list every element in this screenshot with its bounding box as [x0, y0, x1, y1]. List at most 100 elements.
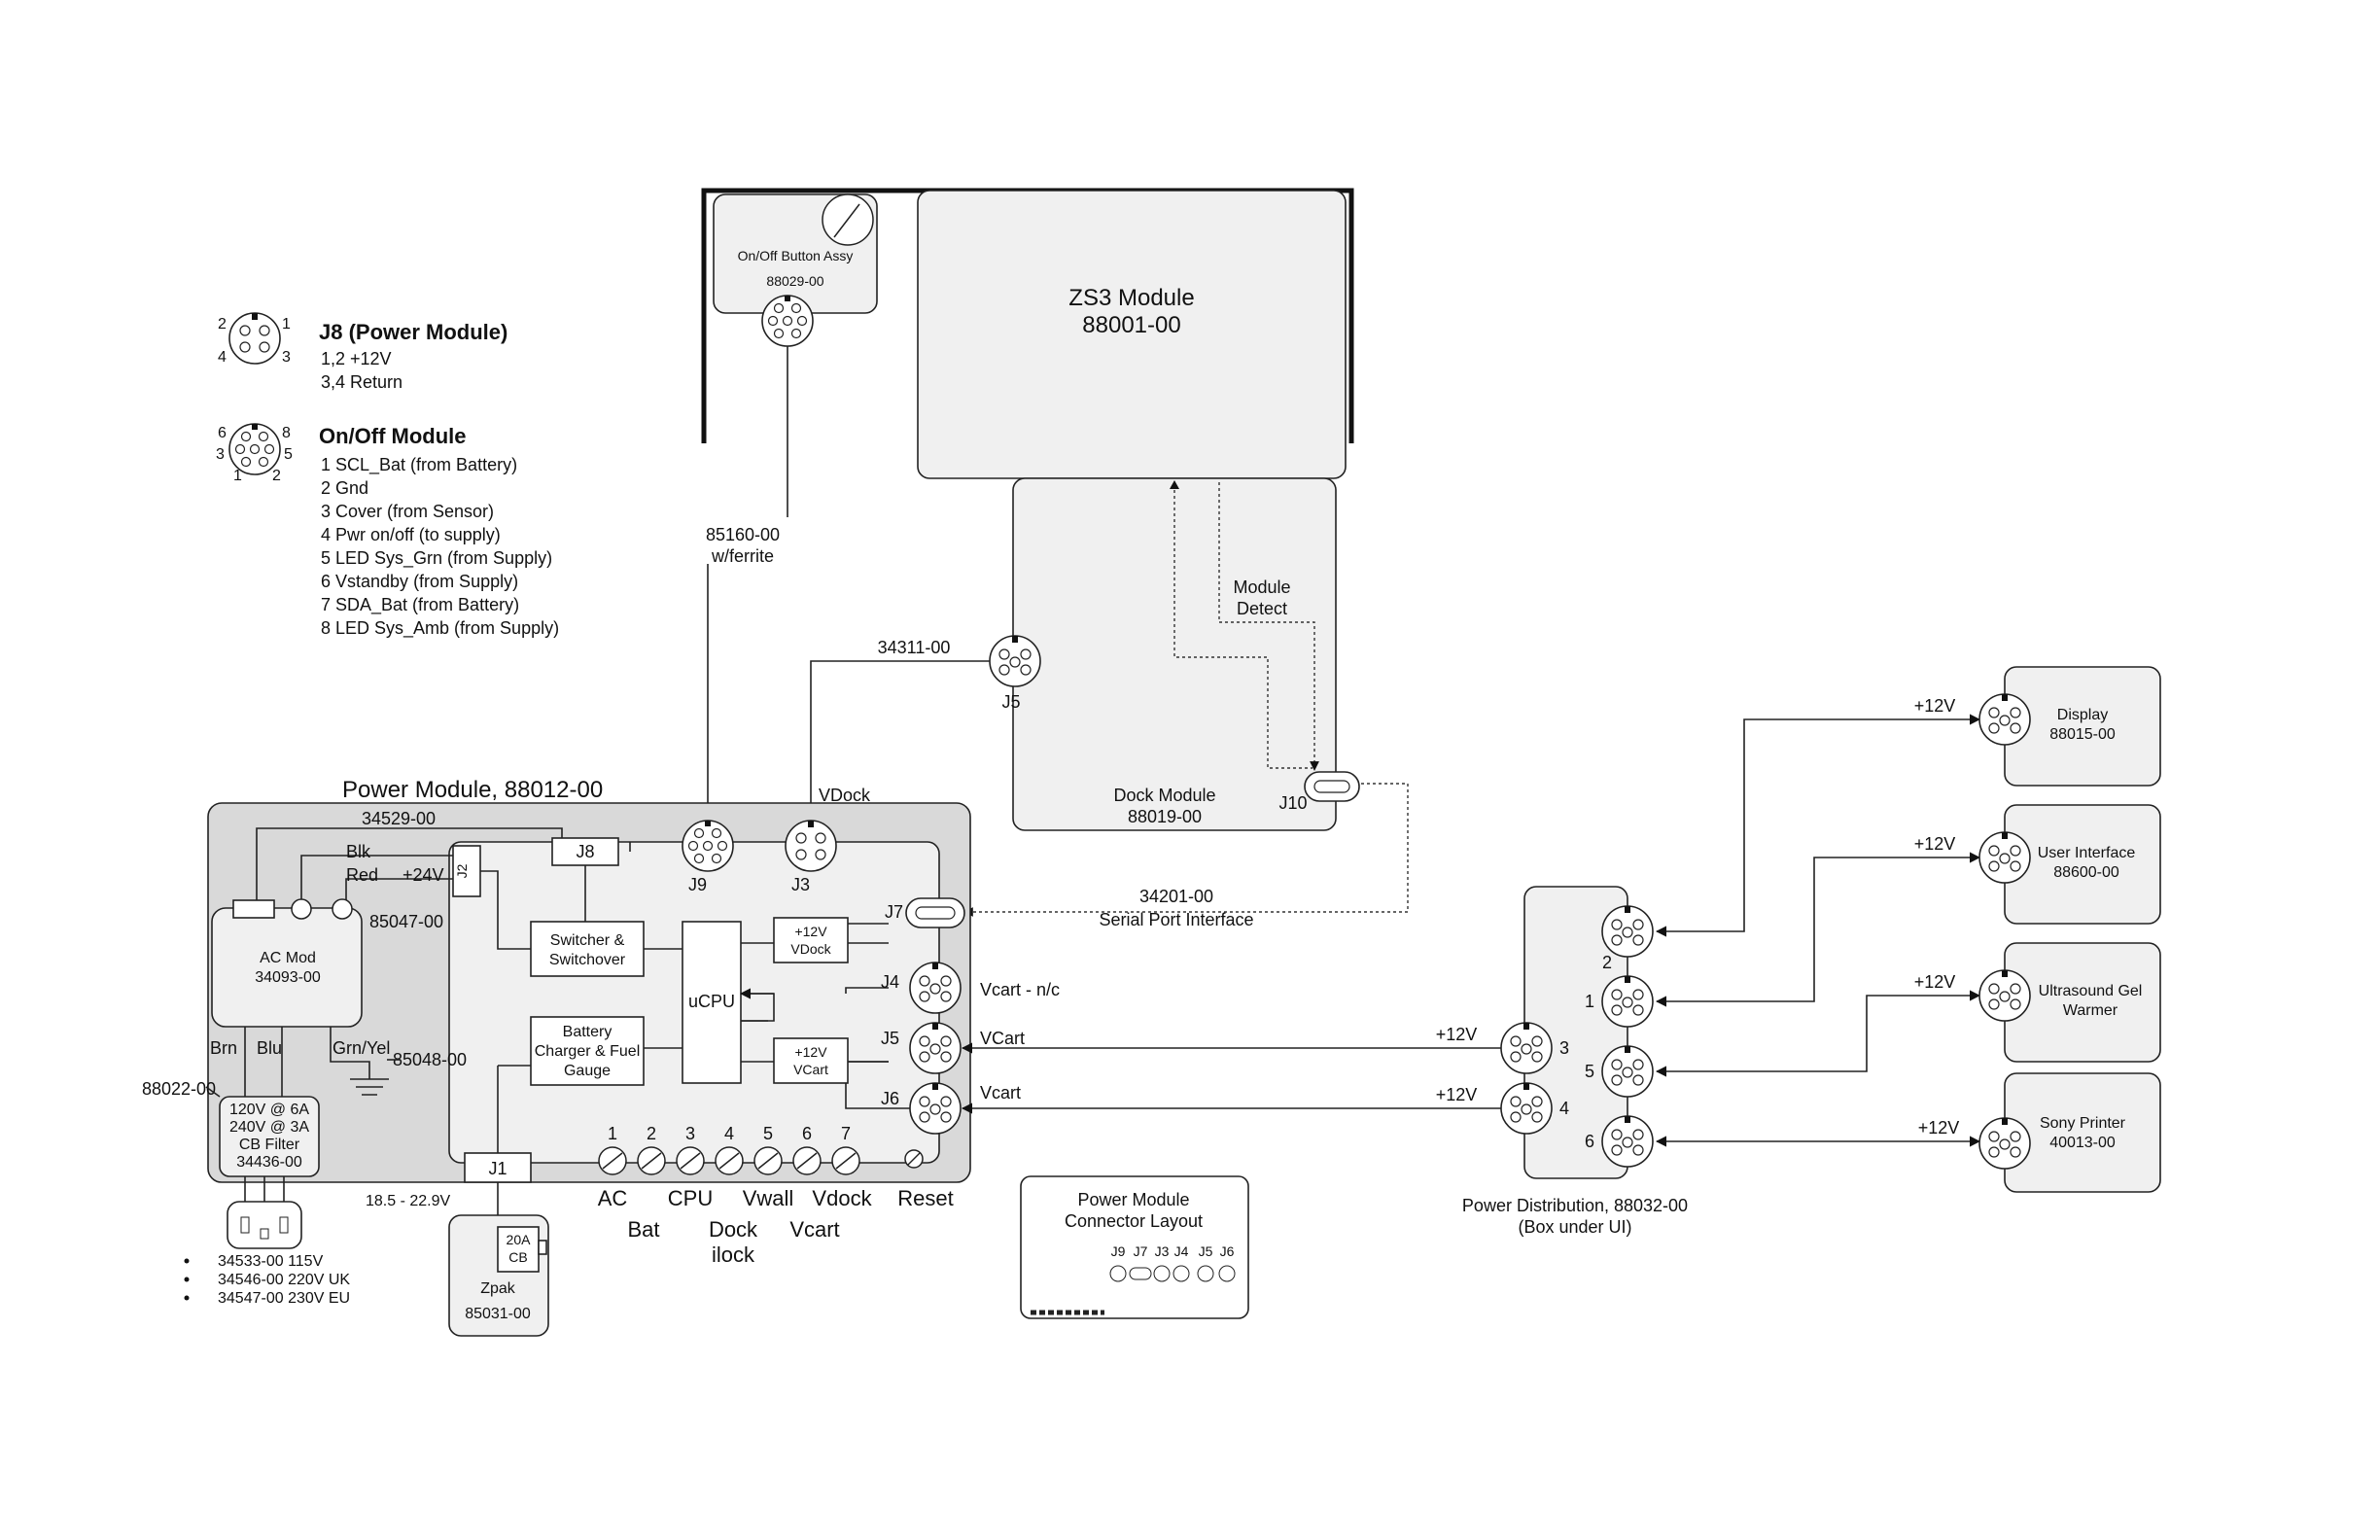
svg-text:Switchover: Switchover [549, 952, 626, 968]
svg-text:240V @ 3A: 240V @ 3A [229, 1119, 309, 1136]
power-distribution: 2 1 5 6 3 4 Power Distribution, 88032-00… [1462, 886, 1688, 1237]
led-icon [831, 1146, 860, 1175]
svg-text:+12V: +12V [1918, 1118, 1960, 1138]
j4-connector [909, 962, 962, 1014]
svg-text:34547-00 230V EU: 34547-00 230V EU [218, 1290, 350, 1307]
svg-text:85048-00: 85048-00 [393, 1050, 467, 1069]
legend-j8: 2 1 4 3 J8 (Power Module) 1,2 +12V 3,4 R… [218, 312, 508, 392]
svg-text:1: 1 [608, 1124, 617, 1143]
led-icon [676, 1146, 705, 1175]
dock-cable: 34311-00 VDock [805, 638, 990, 821]
svg-text:34546-00 220V UK: 34546-00 220V UK [218, 1272, 350, 1288]
led-icon [637, 1146, 666, 1175]
ferrite-cable: 85160-00 w/ferrite [700, 346, 797, 821]
svg-text:Connector Layout: Connector Layout [1065, 1211, 1203, 1231]
svg-text:Bat: Bat [627, 1217, 659, 1242]
led-icon [598, 1146, 627, 1175]
led-icon [792, 1146, 822, 1175]
svg-text:(Box under UI): (Box under UI) [1518, 1217, 1631, 1237]
legend-j8-line: 3,4 Return [321, 372, 402, 392]
svg-text:J4: J4 [881, 972, 899, 992]
svg-text:J10: J10 [1278, 793, 1307, 813]
j8-connector-icon [228, 312, 281, 365]
svg-text:Display: Display [2057, 707, 2108, 723]
svg-text:Dock: Dock [709, 1217, 758, 1242]
svg-text:1: 1 [282, 316, 291, 332]
svg-text:Blk: Blk [346, 842, 371, 861]
svg-text:Vcart: Vcart [789, 1217, 839, 1242]
j7-connector [905, 897, 965, 928]
svg-text:Detect: Detect [1237, 599, 1287, 618]
svg-text:3: 3 [216, 446, 225, 463]
svg-text:Grn/Yel: Grn/Yel [332, 1038, 390, 1058]
svg-text:Brn: Brn [210, 1038, 237, 1058]
zs3-module: ZS3 Module 88001-00 [917, 190, 1347, 479]
onoff-button-connector [761, 295, 814, 347]
legend-onoff-title: On/Off Module [319, 424, 467, 448]
svg-text:J5: J5 [881, 1029, 899, 1048]
svg-text:VCart: VCart [793, 1062, 828, 1077]
device-display: Display 88015-00 [1978, 666, 2161, 787]
svg-text:J4: J4 [1174, 1243, 1189, 1259]
svg-text:3: 3 [1559, 1038, 1569, 1058]
svg-text:2: 2 [218, 316, 227, 332]
svg-text:Vdock: Vdock [812, 1186, 872, 1210]
onoff-button-part: 88029-00 [766, 273, 823, 289]
svg-text:6: 6 [802, 1124, 812, 1143]
svg-text:Reset: Reset [897, 1186, 953, 1210]
j3-connector [785, 820, 837, 872]
svg-text:34311-00: 34311-00 [878, 638, 951, 657]
svg-text:ilock: ilock [712, 1242, 755, 1267]
svg-text:1: 1 [233, 468, 242, 484]
svg-text:40013-00: 40013-00 [2049, 1135, 2116, 1151]
svg-text:Warmer: Warmer [2063, 1002, 2118, 1019]
svg-text:Gauge: Gauge [564, 1063, 611, 1079]
dist-port-2 [1601, 905, 1654, 958]
svg-text:Sony Printer: Sony Printer [2040, 1115, 2126, 1132]
status-leds: 1 2 3 4 5 6 7 [598, 1124, 924, 1175]
svg-text:J1: J1 [488, 1159, 507, 1178]
svg-text:34529-00: 34529-00 [362, 809, 436, 828]
device-sony-printer: Sony Printer 40013-00 [1978, 1072, 2161, 1193]
svg-text:18.5 - 22.9V: 18.5 - 22.9V [366, 1193, 451, 1209]
svg-text:3: 3 [282, 349, 291, 366]
svg-text:w/ferrite: w/ferrite [711, 546, 774, 566]
svg-text:J7: J7 [1134, 1243, 1148, 1259]
legend-j8-line: 1,2 +12V [321, 349, 392, 368]
svg-text:AC: AC [598, 1186, 628, 1210]
legend-onoff-line: 2 Gnd [321, 478, 368, 498]
svg-text:VDock: VDock [819, 786, 871, 805]
svg-text:Power Module: Power Module [1077, 1190, 1189, 1209]
svg-text:J5: J5 [1199, 1243, 1213, 1259]
svg-text:J7: J7 [885, 902, 903, 922]
svg-text:User Interface: User Interface [2038, 845, 2136, 861]
svg-text:J8: J8 [576, 842, 594, 861]
vcart-cables: +12V +12V [961, 1025, 1505, 1114]
svg-text:4: 4 [724, 1124, 734, 1143]
svg-text:+12V: +12V [1436, 1085, 1478, 1104]
svg-text:8: 8 [282, 425, 291, 441]
svg-text:Power Distribution, 88032-00: Power Distribution, 88032-00 [1462, 1196, 1688, 1215]
svg-text:6: 6 [1585, 1132, 1594, 1151]
svg-text:5: 5 [284, 446, 293, 463]
svg-text:VDock: VDock [790, 941, 831, 957]
dock-j10-connector [1304, 771, 1360, 802]
svg-text:AC Mod: AC Mod [260, 950, 316, 966]
svg-text:+12V: +12V [794, 1044, 827, 1060]
svg-text:Vwall: Vwall [743, 1186, 794, 1210]
svg-text:uCPU: uCPU [688, 992, 735, 1011]
j9-connector [682, 820, 734, 872]
zpak: 20A CB Zpak 85031-00 [448, 1182, 549, 1337]
svg-text:J9: J9 [688, 875, 707, 894]
legend-onoff-line: 3 Cover (from Sensor) [321, 502, 494, 521]
svg-text:20A: 20A [507, 1232, 532, 1247]
svg-text:5: 5 [763, 1124, 773, 1143]
device-user-interface: User Interface 88600-00 [1978, 804, 2161, 925]
dist-port-4 [1500, 1082, 1553, 1135]
zs3-module-part: 88001-00 [1082, 312, 1180, 338]
svg-text:Battery: Battery [563, 1024, 612, 1040]
legend-onoff-line: 5 LED Sys_Grn (from Supply) [321, 548, 552, 569]
dist-port-6 [1601, 1115, 1654, 1168]
svg-text:J6: J6 [881, 1089, 899, 1108]
svg-text:2: 2 [1602, 953, 1612, 972]
